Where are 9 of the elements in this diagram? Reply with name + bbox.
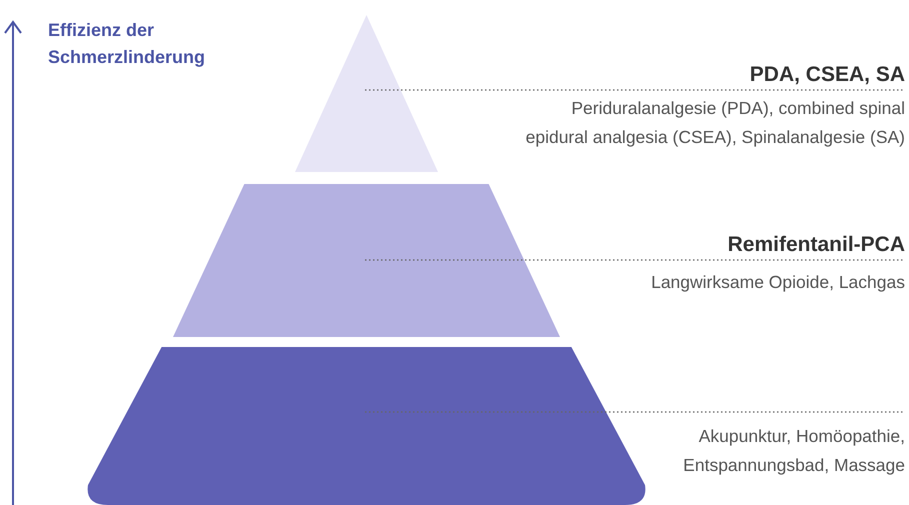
layer-description: Langwirksame Opioide, Lachgas [650, 271, 905, 294]
layer-heading: PDA, CSEA, SA [750, 62, 905, 88]
layer-description: Periduralanalgesie (PDA), combined spinal epidural analgesia (CSEA), Spinalanalgesie (SA) [524, 97, 905, 149]
axis-label: Effizienz der Schmerzlinderung [48, 19, 206, 69]
pyramid-middle-layer [173, 184, 560, 337]
layer-description: Akupunktur, Homöopathie, Entspannungsbad, Massage [682, 425, 905, 477]
pyramid-top-layer [295, 15, 438, 172]
pyramid-bottom-layer [88, 347, 646, 505]
layer-heading: Remifentanil-PCA [728, 232, 905, 258]
